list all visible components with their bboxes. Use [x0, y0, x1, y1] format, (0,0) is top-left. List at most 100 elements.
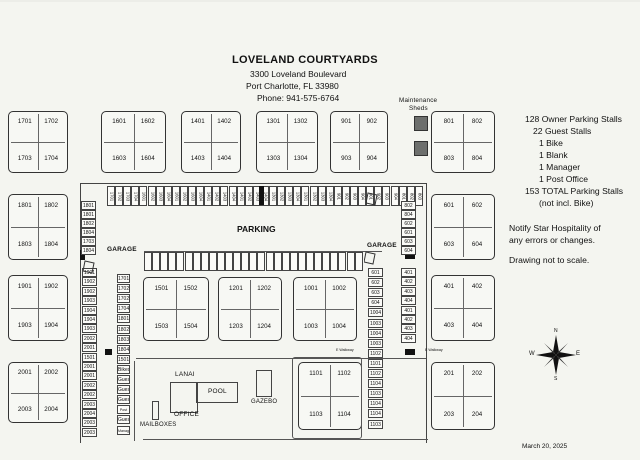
stall-label: 1403	[222, 191, 228, 202]
parking-stall: 1902	[82, 277, 97, 287]
stall-label: 1702	[117, 191, 123, 202]
parking-stall: 1101	[368, 358, 383, 368]
parking-stall: 2003	[82, 399, 97, 409]
maintenance-shed-icon	[414, 141, 428, 156]
unit-label: 1401	[190, 118, 205, 126]
unit-label: 1204	[257, 322, 271, 330]
walkway-line	[136, 358, 426, 359]
parking-stall: 1903	[82, 324, 97, 334]
unit-divider	[259, 142, 315, 143]
parking-stall: 1802	[117, 324, 130, 334]
compass-s: S	[554, 376, 558, 382]
parking-stall: 1604	[163, 186, 172, 206]
parking-stall: 1804	[81, 246, 96, 255]
parking-stall: 802	[401, 201, 416, 210]
parking-stall	[225, 252, 233, 271]
map-date: March 20, 2025	[522, 443, 568, 450]
stall-label: 1304	[295, 191, 301, 202]
unit-label: 1601	[112, 118, 127, 126]
unit-label: 1402	[217, 118, 232, 126]
unit-divider	[184, 142, 238, 143]
parking-stall	[281, 252, 290, 271]
garage-slant-icon	[366, 192, 378, 206]
parking-stall: 2002	[82, 390, 97, 400]
parking-stall	[144, 252, 152, 271]
legend-manager: 1 Manager	[539, 162, 581, 172]
compass-n: N	[554, 328, 558, 334]
address-line-1: 3300 Loveland Boulevard	[250, 69, 347, 79]
unit-divider	[146, 309, 206, 310]
parking-stall	[338, 252, 347, 271]
unit-label: 204	[471, 411, 483, 419]
unit-label: 601	[443, 201, 455, 209]
parking-stall: 1703	[81, 237, 96, 246]
parking-stall: 1301	[301, 186, 310, 206]
parking-stall: 2002	[82, 333, 97, 343]
parking-stall: 1604	[196, 186, 205, 206]
lot-boundary	[80, 183, 81, 443]
parking-stall	[200, 252, 209, 271]
unit-label: 1603	[112, 155, 127, 163]
parking-stall	[160, 252, 169, 271]
parking-stall	[208, 252, 217, 271]
stall-label: 1303	[320, 191, 326, 202]
parking-stall: 602	[401, 219, 416, 228]
parking-stall: Manager	[117, 425, 130, 435]
parking-stall: 2001	[82, 343, 97, 353]
stall-label: 1704	[133, 191, 139, 202]
unit-label: 404	[471, 322, 483, 330]
parking-stall	[330, 252, 339, 271]
parking-stall: 403	[401, 286, 416, 296]
parking-stall: 1702	[117, 294, 130, 304]
parking-stall: 604	[368, 298, 383, 308]
unit-label: 1201	[229, 284, 243, 292]
parking-stall: 901	[333, 186, 342, 206]
parking-stall: 1104	[368, 409, 383, 419]
parking-stall	[273, 252, 282, 271]
parking-stall	[168, 252, 177, 271]
parking-stall	[176, 252, 185, 271]
unit-label: 1103	[309, 411, 323, 419]
parking-stall: 903	[350, 186, 358, 206]
parking-stall: 1402	[212, 186, 221, 206]
unit-label: 1804	[44, 241, 59, 249]
parking-stall: 1304	[293, 186, 302, 206]
legend-guest-stalls: 22 Guest Stalls	[533, 126, 592, 136]
unit-divider	[221, 309, 279, 310]
walkway-left-label: E Walkway	[336, 348, 354, 352]
unit-label: 203	[443, 411, 455, 419]
garage-block	[405, 251, 415, 259]
parking-stall: 1801	[81, 201, 96, 210]
parking-stall	[265, 252, 274, 271]
unit-label: 1002	[332, 284, 346, 292]
lanai-label: LANAI	[175, 371, 195, 378]
unit-label: 604	[471, 241, 483, 249]
parking-stall: Post Office	[117, 405, 130, 415]
parking-stall: Bikes	[117, 364, 130, 374]
garage-left-label: GARAGE	[107, 246, 137, 253]
stall-label: 1401	[239, 191, 245, 202]
lot-boundary	[426, 183, 427, 443]
stall-label: 903	[384, 193, 390, 200]
unit-label: 801	[443, 118, 455, 126]
parking-stall: 601	[368, 268, 383, 277]
stall-label: 1303	[287, 191, 293, 202]
parking-stall: 1302	[277, 186, 286, 206]
mailboxes-label: MAILBOXES	[140, 422, 177, 428]
notify-line-2: any errors or changes.	[509, 235, 595, 245]
parking-stall: 401	[401, 305, 416, 315]
unit-label: 402	[471, 282, 483, 290]
blank-stall	[259, 186, 264, 205]
parking-stall: 1904	[82, 315, 97, 324]
parking-stall: 1404	[228, 186, 237, 206]
parking-stall	[216, 252, 225, 271]
scale-note: Drawing not to scale.	[509, 255, 590, 265]
unit-label: 1004	[332, 322, 346, 330]
parking-stall: 1603	[155, 186, 164, 206]
unit-divider	[434, 396, 492, 397]
parking-stall: Guest	[117, 375, 130, 384]
stall-label: 904	[360, 193, 366, 200]
unit-label: 1903	[17, 322, 32, 330]
unit-label: 1801	[17, 201, 32, 209]
